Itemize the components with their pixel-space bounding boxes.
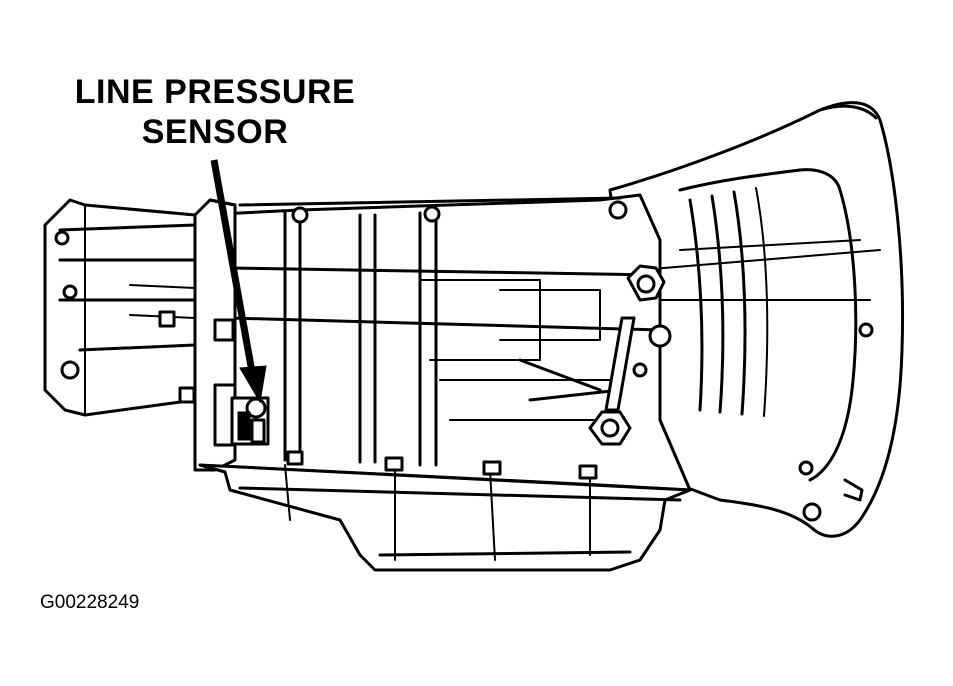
bell-housing [608, 101, 905, 538]
callout-line-1: LINE PRESSURE [74, 73, 356, 111]
callout-line-2: SENSOR [141, 113, 289, 151]
front-plate [193, 198, 237, 472]
extension-housing [43, 198, 197, 417]
main-case [198, 193, 692, 492]
line-pressure-sensor-icon [230, 396, 270, 446]
callout-arrow-icon [210, 159, 267, 404]
figure-id: G00228249 [40, 592, 140, 613]
sensor-callout-label: LINE PRESSURE SENSOR [50, 72, 380, 152]
oil-pan [198, 450, 692, 572]
